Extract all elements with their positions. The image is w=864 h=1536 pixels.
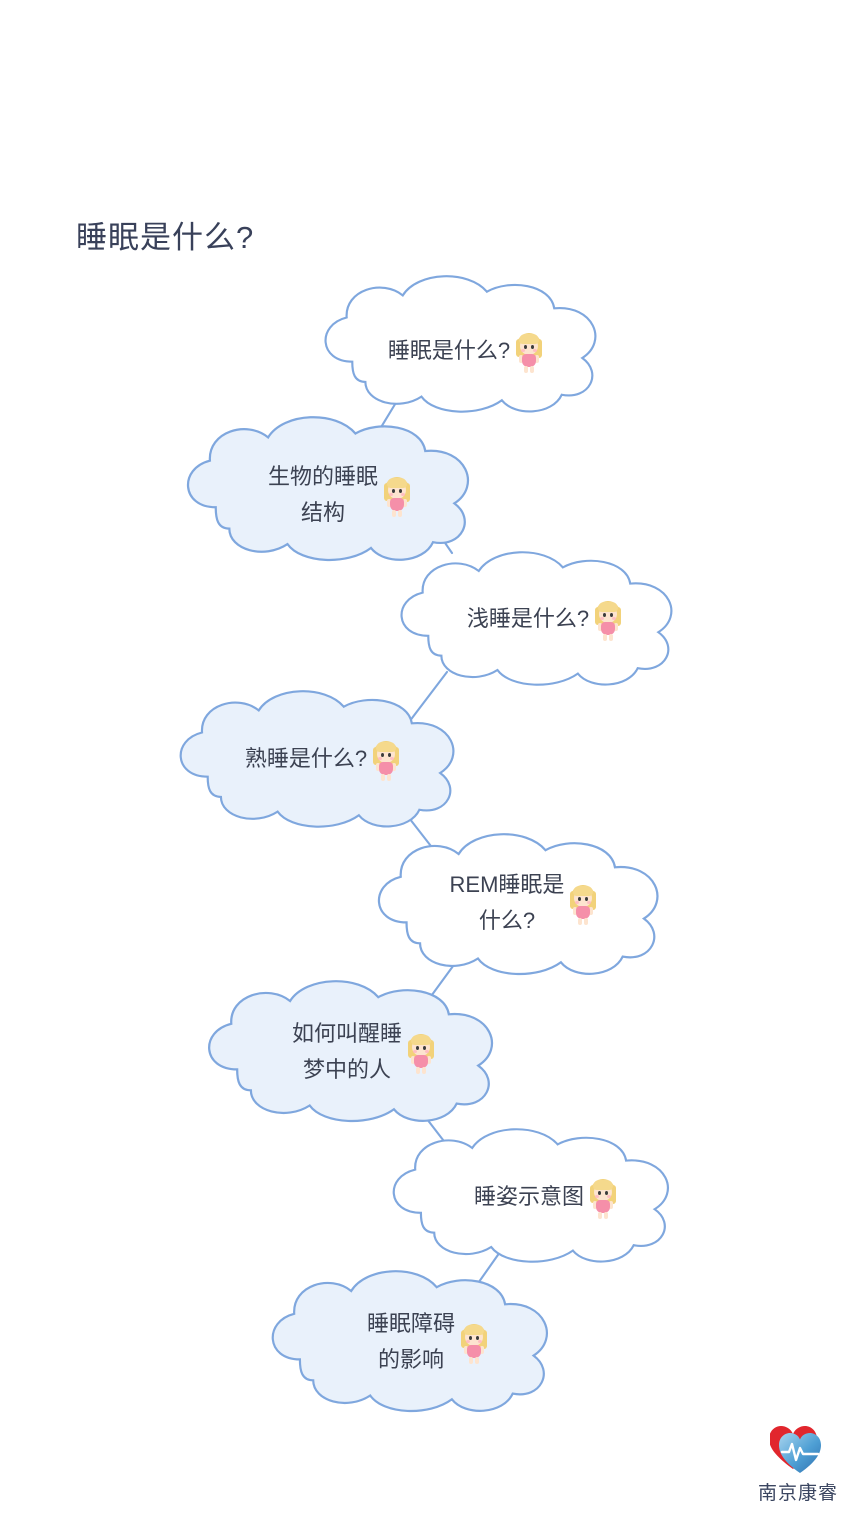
brand-name: 南京康睿 <box>757 1483 838 1504</box>
page-title: 睡眠是什么? <box>76 220 255 255</box>
connector-3-4 <box>404 670 449 728</box>
cloud-node-8[interactable] <box>271 1270 549 1413</box>
cloud-node-4[interactable] <box>179 690 455 828</box>
cloud-node-1[interactable] <box>324 275 597 413</box>
double-heart-pulse-icon <box>769 1424 826 1476</box>
cloud-node-7[interactable] <box>392 1128 670 1263</box>
cloud-node-6[interactable] <box>208 980 494 1123</box>
brand-logo: 南京康睿 <box>742 1424 854 1505</box>
cloud-node-3[interactable] <box>400 551 673 686</box>
cloud-node-5[interactable] <box>377 833 659 976</box>
cloud-node-2[interactable] <box>186 416 470 562</box>
